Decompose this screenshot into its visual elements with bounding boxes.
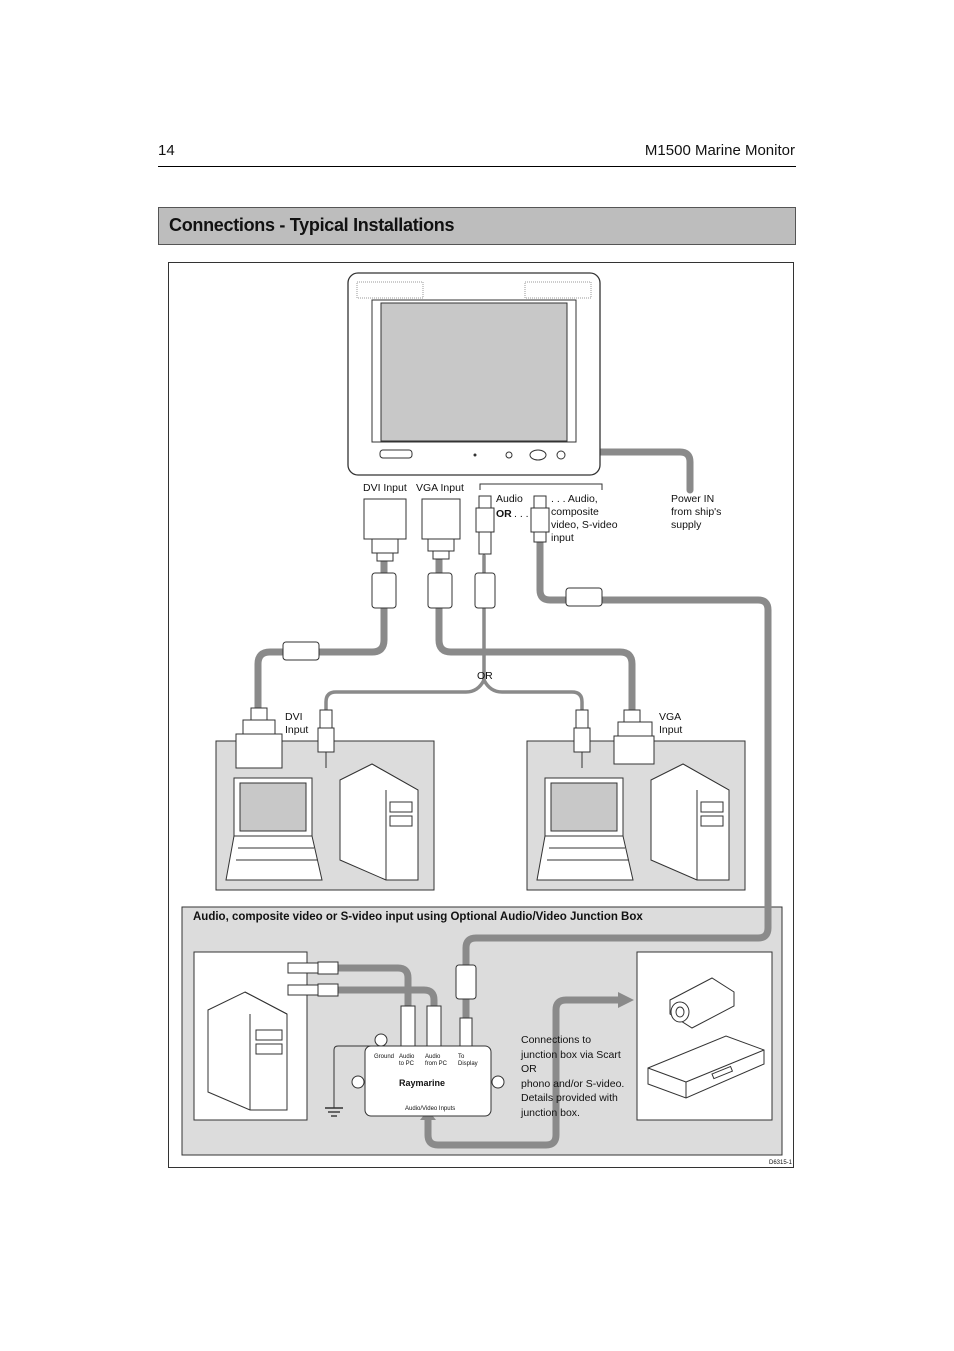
vga-cable: [435, 556, 636, 716]
ferrite-vga: [427, 572, 453, 609]
audio-connector-top: [475, 495, 495, 555]
av-bracket: [479, 483, 603, 490]
pc-connectors: [235, 707, 655, 769]
port-audio-from-pc-label: Audio from PC: [425, 1054, 448, 1067]
power-in-label: Power IN from ship's supply: [671, 493, 722, 531]
ferrite-jb: [455, 964, 477, 1000]
junction-box-title: Audio, composite video or S-video input …: [193, 911, 643, 923]
vga-connector-top: [421, 498, 461, 560]
jb-devices-panel: [636, 951, 773, 1121]
desktop-tower-icon-2: [650, 763, 730, 881]
laptop-icon: [225, 777, 323, 881]
section-title: Connections - Typical Installations: [169, 215, 455, 235]
dvi-connector-left: [235, 707, 283, 769]
monitor-connectors: [363, 495, 550, 562]
right-computers: [536, 763, 730, 881]
video-player-icon: [647, 1035, 765, 1099]
jb-desktop-tower-icon: [207, 991, 288, 1111]
audio-or-dots: . . .: [514, 508, 529, 520]
raymarine-logo: Raymarine: [399, 1078, 446, 1088]
jb-port-plugs: [400, 1005, 473, 1047]
jb-audio-plugs: [287, 961, 339, 997]
or-label: OR: [477, 670, 493, 682]
ground-symbol-icon: [325, 1107, 343, 1117]
right-vga-input-label: VGA Input: [659, 711, 683, 736]
ferrite-av: [565, 587, 603, 607]
section-heading-bar: Connections - Typical Installations: [158, 207, 796, 245]
dvi-input-label: DVI Input: [363, 482, 407, 494]
desktop-tower-icon: [339, 763, 419, 881]
ferrite-dvi-low: [282, 641, 320, 661]
ferrite-cores: [282, 572, 603, 1000]
audio-cable-right: [482, 678, 584, 714]
header-rule: [158, 166, 796, 167]
vga-input-label: VGA Input: [416, 482, 464, 494]
jb-audio-cable-1: [333, 964, 412, 1014]
dvi-cable: [254, 556, 388, 714]
av-cable: [462, 536, 772, 1024]
audio-plug-left: [317, 709, 335, 768]
av-input-label: . . . Audio, composite video, S-video in…: [551, 493, 618, 544]
audio-plug-right: [573, 709, 591, 768]
page-number: 14: [158, 142, 175, 159]
dvi-connector-top: [363, 498, 407, 562]
audio-cable-left: [324, 678, 486, 714]
jb-drawings: [207, 961, 765, 1117]
junction-box-icon: [351, 1033, 505, 1117]
jb-audio-cable-2: [333, 986, 438, 1014]
ferrite-audio: [474, 572, 496, 609]
video-camera-icon: [669, 977, 735, 1029]
ground-wire: [333, 1045, 381, 1108]
power-cable: [592, 448, 694, 494]
audio-cables: [324, 554, 584, 714]
ferrite-dvi: [371, 572, 397, 609]
port-ground-label: Ground: [374, 1054, 395, 1060]
figure-id: D6315-1: [769, 1160, 793, 1166]
left-computers: [225, 763, 419, 881]
arrow-head-icon: [618, 992, 634, 1008]
junction-box-note: Connections to junction box via Scart OR…: [521, 1034, 625, 1119]
av-connector-top: [530, 495, 550, 543]
laptop-icon-2: [536, 777, 634, 881]
port-to-display-label: To Display: [458, 1054, 478, 1067]
audio-or-label: OR: [496, 508, 512, 520]
diagram-frame: [168, 262, 794, 1168]
vga-connector-right: [613, 709, 655, 765]
cables: [254, 448, 772, 1149]
port-audio-to-pc-label: Audio to PC: [399, 1054, 415, 1067]
left-dvi-input-label: DVI Input: [285, 711, 309, 736]
monitor-illustration: [347, 272, 601, 476]
audio-label: Audio: [496, 493, 523, 505]
jb-video-cable: [424, 996, 624, 1149]
jb-footer-label: Audio/Video Inputs: [405, 1106, 456, 1112]
manual-title: M1500 Marine Monitor: [644, 142, 795, 159]
